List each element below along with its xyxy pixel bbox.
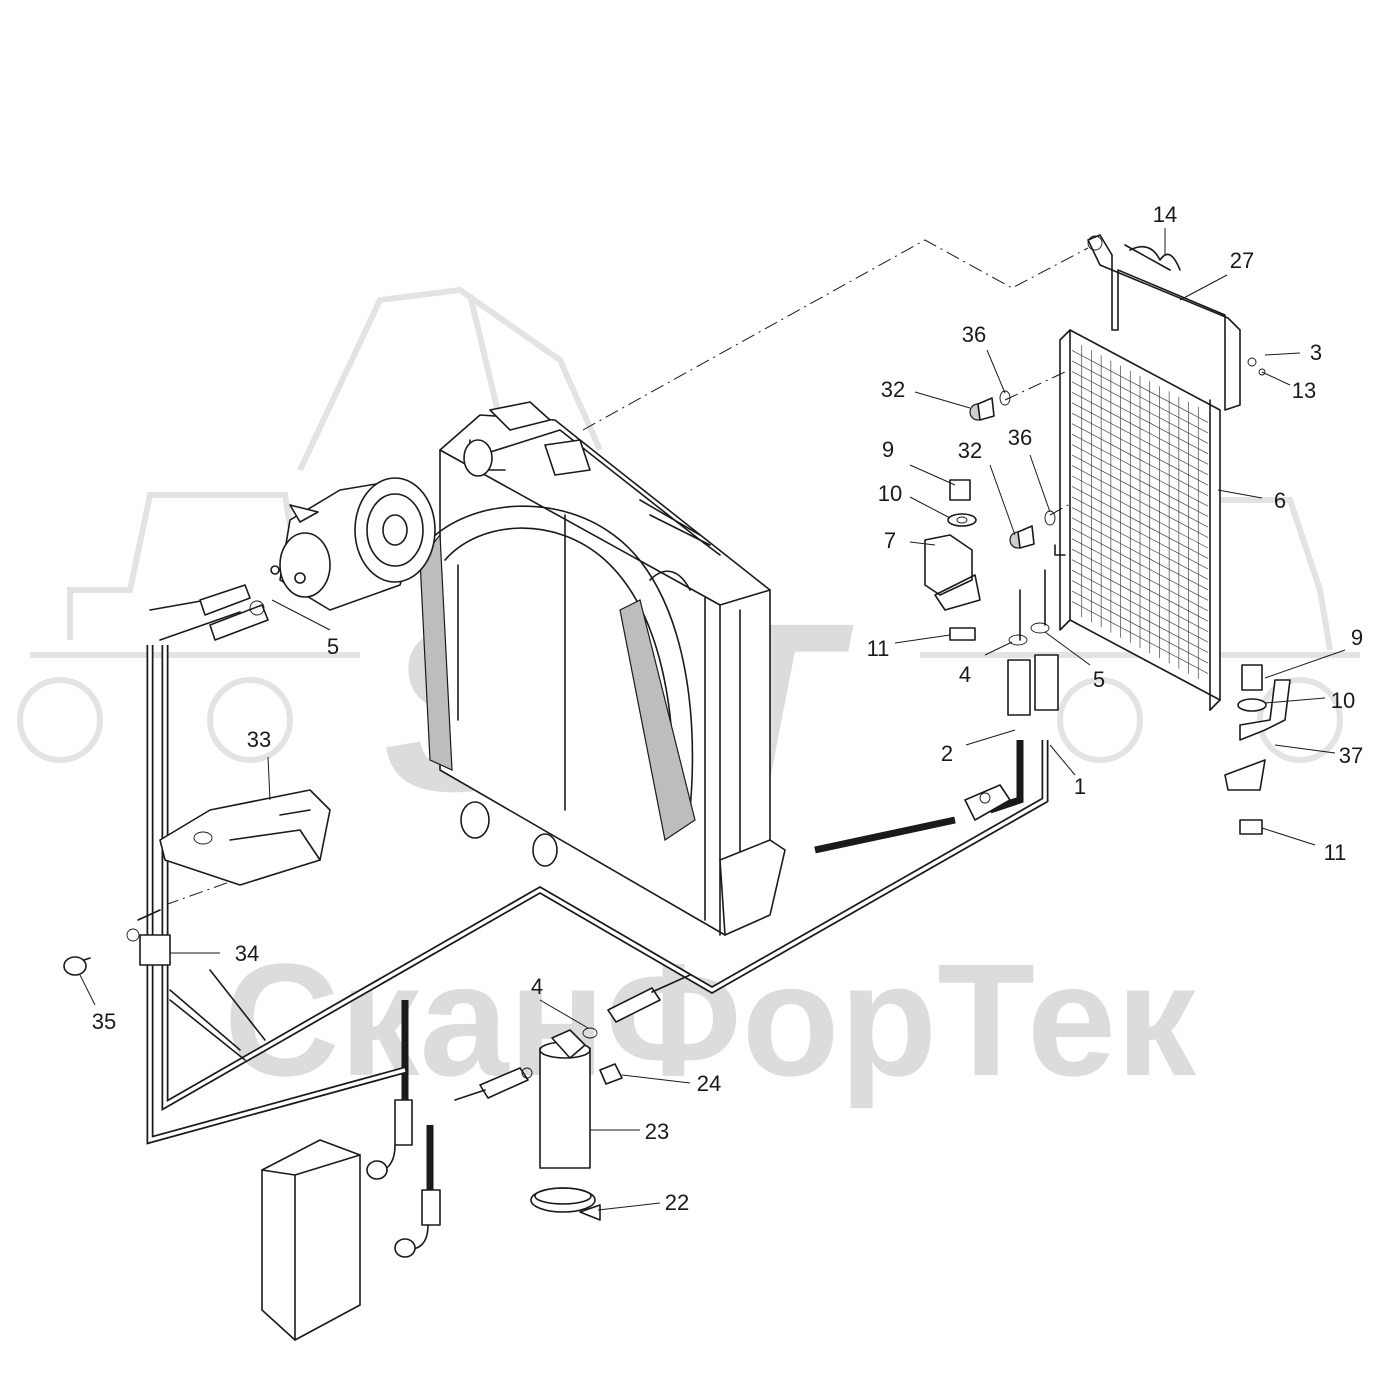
callout-37: 37 [1339, 743, 1363, 768]
callout-32-upper: 32 [881, 377, 905, 402]
bracket-33 [159, 789, 331, 886]
callout-labels: 14 27 3 13 36 32 9 32 36 6 10 7 11 4 5 2… [92, 202, 1363, 1215]
condenser-fin-horizontal [1071, 517, 1209, 591]
condenser [1059, 329, 1221, 711]
condenser-fin-horizontal [1071, 454, 1209, 528]
condenser-fin-horizontal [1071, 381, 1209, 455]
callout-27: 27 [1230, 248, 1254, 273]
mount-bracket-7 [924, 479, 981, 641]
callout-4-left: 4 [531, 974, 543, 999]
condenser-fin-horizontal [1071, 590, 1209, 664]
condenser-fin-horizontal [1071, 433, 1209, 507]
clamp-34 [126, 909, 171, 966]
condenser-core-grid [1071, 345, 1209, 679]
condenser-fin-horizontal [1071, 350, 1209, 423]
callout-35: 35 [92, 1009, 116, 1034]
watermark-company-name: СканФорТек [224, 930, 1197, 1109]
mount-bracket-37 [1224, 664, 1291, 835]
receiver-drier [539, 1027, 623, 1169]
callout-1: 1 [1074, 774, 1086, 799]
condenser-fin-horizontal [1071, 580, 1209, 653]
callout-7: 7 [884, 528, 896, 553]
refrigerant-lines [146, 645, 1049, 1190]
condenser-fin-horizontal [1071, 569, 1209, 643]
condenser-fin-horizontal [1071, 496, 1209, 570]
callout-13: 13 [1292, 378, 1316, 403]
condenser-fin-horizontal [1071, 360, 1209, 434]
condenser-fin-horizontal [1071, 371, 1209, 444]
callout-36-upper: 36 [962, 322, 986, 347]
top-bracket [1087, 234, 1266, 411]
compressor-hoses [149, 584, 269, 641]
callout-10-left: 10 [878, 481, 902, 506]
callout-9-left: 9 [882, 437, 894, 462]
callout-5-right: 5 [1093, 667, 1105, 692]
callout-11-right: 11 [1324, 840, 1347, 865]
drier-hoses [454, 974, 691, 1101]
callout-2: 2 [941, 741, 953, 766]
evaporator-box [261, 1139, 361, 1341]
loose-wire [169, 969, 266, 1061]
leader-lines [79, 228, 1346, 1211]
callout-11-left: 11 [867, 636, 890, 661]
callout-34: 34 [235, 941, 259, 966]
condenser-fin-horizontal [1071, 507, 1209, 580]
callout-9-right: 9 [1351, 625, 1363, 650]
condenser-fin-horizontal [1071, 486, 1209, 559]
condenser-fin-horizontal [1071, 465, 1209, 538]
condenser-fin-horizontal [1071, 475, 1209, 549]
evaporator-hose-ends [366, 1099, 441, 1258]
callout-36-lower: 36 [1008, 425, 1032, 450]
radiator [419, 401, 786, 936]
condenser-fin-horizontal [1071, 444, 1209, 517]
condenser-fin-horizontal [1071, 423, 1209, 497]
callout-10-right: 10 [1331, 688, 1355, 713]
condenser-fin-horizontal [1071, 538, 1209, 612]
ac-compressor [270, 477, 436, 611]
callout-23: 23 [645, 1119, 669, 1144]
callout-6: 6 [1274, 488, 1286, 513]
plug-35 [63, 956, 91, 976]
bolts-32-36 [969, 390, 1056, 549]
fittings [964, 544, 1066, 821]
callout-14: 14 [1153, 202, 1177, 227]
condenser-fin-horizontal [1071, 559, 1209, 633]
condenser-fin-horizontal [1071, 391, 1209, 465]
callout-5-left: 5 [327, 634, 339, 659]
condenser-fin-horizontal [1071, 412, 1209, 486]
condenser-fin-horizontal [1071, 527, 1209, 601]
condenser-fin-horizontal [1071, 548, 1209, 622]
callout-3: 3 [1310, 340, 1322, 365]
callout-4-right: 4 [959, 662, 971, 687]
condenser-fin-horizontal [1071, 402, 1209, 476]
callout-33: 33 [247, 727, 271, 752]
condenser-fin-horizontal [1071, 601, 1209, 674]
callout-32-lower: 32 [958, 438, 982, 463]
callout-24: 24 [697, 1071, 721, 1096]
callout-22: 22 [665, 1190, 689, 1215]
drier-band-22 [530, 1187, 601, 1221]
